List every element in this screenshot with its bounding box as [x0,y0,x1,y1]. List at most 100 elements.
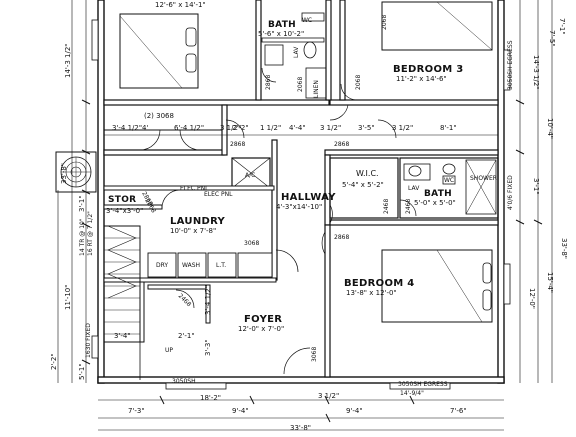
wall-mid-horizontal-right [324,149,499,156]
hallway-size: 4'-3"x14'-10" [276,203,322,211]
door-2868-a: 2868 [230,141,245,148]
condenser-unit [55,151,97,193]
bedroom3-size: 11'-2" x 14'-6" [396,75,447,83]
lt-label: L.T. [216,262,226,269]
wall-upper-horizontal-right [329,99,499,106]
dim-row1-a: 3'-4 1/2" [112,124,142,132]
door-swings [139,67,417,375]
door-2068-top2: 2068 [297,77,304,92]
wall-bedroom4-left [324,224,331,378]
dim-row1-k: 8'-1" [440,124,457,132]
shower-stall [465,159,497,215]
dim-right-vert-3: 10'-4" [546,118,554,139]
door-2068-bath: 2068 [355,75,362,90]
wic-size: 5'-4" x 5'-2" [342,181,384,189]
dim-left-vert-5: 5'-1" [78,363,86,380]
stairs-note-2: 16 RT @ 7 1/2" [87,211,94,256]
bath-right-fixtures [403,163,456,185]
dim-row1-c: 6'-4 1/2" [174,124,204,132]
ext-fixed-label: 4'0/6 FIXED [507,175,514,210]
laundry-tub [207,252,237,278]
bedroom4-size: 13'-8" x 12'-0" [346,289,397,297]
dim-right-overall: 33'-8" [560,238,568,259]
dim-row1-j: 3 1/2" [392,124,413,132]
dry-label: DRY [156,262,168,269]
bath-top-fixtures [261,12,327,99]
dim-stair-w: 3'-4" [114,332,131,340]
dim-foyer-v1: 3'-4 1/2" [204,285,212,315]
dim-bot-6: 7'-6" [450,407,467,415]
door-3068-laundry: 3068 [244,240,259,247]
bed-bedroom4 [381,249,493,323]
door-2868-b: 2868 [265,75,272,90]
wic-room [329,157,399,219]
stairs [103,225,141,380]
dim-stair-w2: 2'-1" [178,332,195,340]
elec-pnl-1: ELEC PNL [180,185,209,192]
stor-label: STOR [108,195,136,205]
laundry-size: 10'-0" x 7'-8" [170,227,216,235]
bed-top-left [119,13,199,89]
door-closet: (2) 3068 [144,112,174,120]
dryer [147,252,177,278]
dim-left-vert-2: 3'-1" [78,195,86,212]
dim-row1-d: 3 1/2" [220,124,241,132]
door-2068-top: 2068 [381,15,388,30]
dim-bot-4: 3 1/2" [318,392,339,400]
bath-top-label: BATH [268,20,296,30]
egress-bottom-label: 3050SH EGRESS [398,381,448,388]
wc-top: WC [302,17,312,24]
bedroom3-label: BEDROOM 3 [393,64,464,75]
dim-row1-g: 4'-4" [289,124,306,132]
dim-left-vert-1: 14'-3 1/2" [64,43,72,78]
bedroom-top-left-size: 12'-6" x 14'-1" [155,1,206,9]
dim-row1-b: 4' [142,124,148,132]
door-2468-a: 2468 [383,199,390,214]
exterior-wall-right [497,0,505,384]
up-label: UP [165,347,173,354]
wic-label: W.I.C. [356,169,379,178]
window-bottom-label: 3050SH [172,378,196,385]
wall-closet-foyer-r [205,284,211,324]
wall-closet-right [221,104,228,156]
linen-label: LINEN [313,80,320,98]
dimension-ticks [81,99,543,423]
egress-top-label: 3050SH EGRESS [507,40,514,90]
washer [177,252,207,278]
dim-right-vert-6: 12'-0" [528,288,536,309]
wall-laundry-bottom [103,277,277,283]
wall-closet-foyer [147,284,209,290]
shower-x-2 [465,159,497,215]
dim-left-vert-4: 2'-2" [50,353,58,370]
bath-right-label: BATH [424,189,452,199]
door-2468-b: 2468 [405,199,412,214]
dimension-lines [57,0,553,431]
dim-top-right: 7'-1" [558,18,566,35]
dim-left-overall: 33'-8" [60,163,68,184]
bath-top-size: 5'-6" x 10'-2" [258,30,304,38]
dim-row1-h: 3'-5" [358,124,375,132]
bath-right-room [399,157,499,219]
wall-hallway-right [324,154,331,226]
dim-right-vert-5: 15'-4" [546,272,554,293]
bed-bedroom3 [381,1,493,51]
bedroom4-label: BEDROOM 4 [344,278,415,289]
dim-bot-2: 18'-2" [200,394,221,402]
dim-bot-5: 9'-4" [346,407,363,415]
shower-label: SHOWER [470,175,497,182]
lav-right: LAV [408,185,420,192]
ac-label: A/C [245,172,255,179]
dim-row1-i: 3 1/2" [320,124,341,132]
dim-foyer-v2: 3'-3" [204,339,212,356]
wall-bath-linen [325,0,332,101]
dim-bot-1: 7'-3" [128,407,145,415]
hallway-label: HALLWAY [281,192,336,203]
fixed-left-label: 1630 FIXED [85,323,92,358]
dim-right-vert-4: 3'-1" [532,178,540,195]
wash-label: WASH [182,262,200,269]
wall-laundry-top [103,185,275,191]
dim-row1-e: 2'-2" [232,124,249,132]
wc-right: WC [444,177,454,184]
